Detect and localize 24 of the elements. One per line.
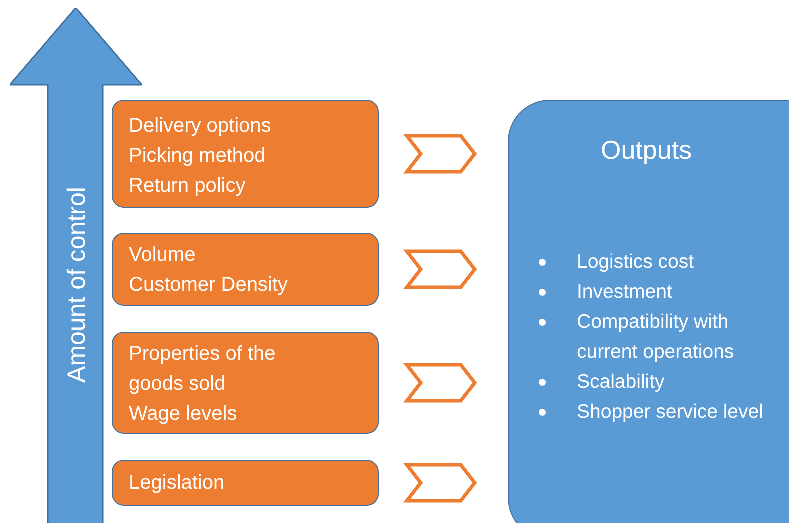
- axis-label: Amount of control: [62, 186, 92, 385]
- output-item: Scalability: [577, 370, 666, 395]
- chevron-arrow: [403, 463, 478, 503]
- factor-text: Customer Density: [129, 273, 289, 298]
- output-item: Investment: [577, 280, 674, 305]
- box-heading: Outputs: [601, 135, 692, 166]
- outputs-box: [508, 100, 789, 523]
- factor-box: [112, 460, 379, 506]
- factor-box: [112, 332, 379, 434]
- output-item: Shopper service level: [577, 400, 764, 425]
- factor-text: Volume: [129, 243, 197, 268]
- factor-text: Wage levels: [129, 402, 238, 427]
- factor-text: Properties of the goods sold: [129, 342, 277, 397]
- factor-text: Legislation: [129, 471, 226, 496]
- chevron-arrow: [403, 363, 478, 403]
- chevron-arrow: [403, 134, 478, 174]
- factor-box: [112, 233, 379, 306]
- output-item: Compatibility with current operations: [577, 310, 736, 365]
- factor-text: Return policy: [129, 174, 247, 199]
- factor-text: Delivery options: [129, 114, 272, 139]
- factor-text: Picking method: [129, 144, 267, 169]
- chevron-arrow: [403, 250, 478, 290]
- output-item: Logistics cost: [577, 250, 696, 275]
- factor-box: [112, 100, 379, 208]
